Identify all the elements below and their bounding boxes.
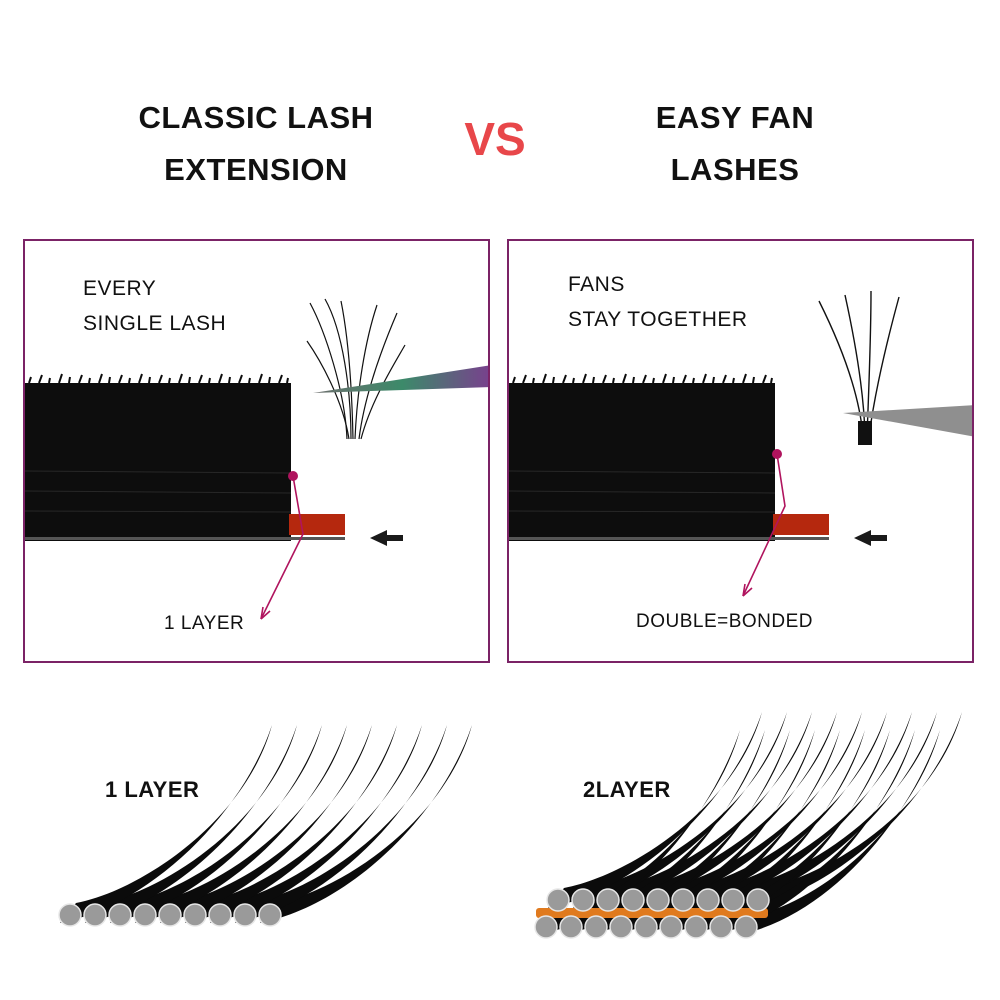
- heading-line: EXTENSION: [164, 152, 348, 187]
- vs-label: VS: [464, 113, 526, 165]
- fiber-end: [709, 915, 733, 939]
- lash-tips: [28, 373, 289, 384]
- one-layer-label: 1 LAYER: [105, 777, 200, 802]
- heading-line: EASY FAN: [655, 100, 815, 135]
- fiber-end: [158, 903, 182, 927]
- easy-fan-panel: FANS STAY TOGETHER DOUBLE=BONDED: [507, 239, 974, 663]
- easy-fan-photo: [509, 290, 972, 597]
- fiber-end: [584, 915, 608, 939]
- fiber-end: [183, 903, 207, 927]
- fiber-end: [721, 888, 745, 912]
- fiber-end: [646, 888, 670, 912]
- panel-title-line: EVERY: [83, 277, 157, 300]
- fiber-end: [609, 915, 633, 939]
- fiber-end: [734, 915, 758, 939]
- fiber-end: [546, 888, 570, 912]
- classic-lash-panel: EVERY SINGLE LASH 1 LAYER: [23, 239, 490, 663]
- pointer-arrow: [742, 453, 786, 597]
- tweezer-icon: [843, 405, 972, 437]
- fiber-end: [696, 888, 720, 912]
- heading-line: CLASSIC LASH: [138, 100, 374, 135]
- glue-strip: [773, 514, 829, 535]
- two-layer-label: 2LAYER: [583, 777, 671, 802]
- double-layer-fibers: [534, 712, 962, 939]
- lash-tray: [509, 383, 775, 541]
- layer-diagrams: [58, 712, 962, 939]
- lash-fiber: [60, 725, 272, 923]
- arrow-left-icon: [370, 530, 403, 546]
- lash-fiber: [548, 712, 762, 908]
- fiber-end: [684, 915, 708, 939]
- panel-title-line: STAY TOGETHER: [568, 308, 748, 331]
- fiber-end: [133, 903, 157, 927]
- fiber-end: [233, 903, 257, 927]
- fan-lash-icon: [818, 290, 900, 437]
- lash-tray: [25, 383, 291, 541]
- fiber-end: [108, 903, 132, 927]
- fiber-end: [659, 915, 683, 939]
- bond-caption: DOUBLE=BONDED: [636, 611, 814, 632]
- fiber-end: [634, 915, 658, 939]
- arrow-left-icon: [854, 530, 887, 546]
- layer-caption: 1 LAYER: [164, 613, 245, 634]
- pointer-arrow: [260, 475, 304, 620]
- panel-title: FANS STAY TOGETHER: [568, 267, 748, 337]
- panel-title-line: SINGLE LASH: [83, 312, 227, 335]
- glue-strip: [289, 514, 345, 535]
- classic-lash-photo: [25, 298, 488, 620]
- fiber-end: [534, 915, 558, 939]
- single-layer-fibers: [58, 725, 472, 927]
- fiber-end: [208, 903, 232, 927]
- fiber-end: [258, 903, 282, 927]
- fiber-end: [559, 915, 583, 939]
- fiber-end: [671, 888, 695, 912]
- single-lash-icon: [306, 298, 406, 440]
- fiber-end: [571, 888, 595, 912]
- fiber-end: [596, 888, 620, 912]
- classic-lash-heading: CLASSIC LASH EXTENSION: [76, 92, 436, 196]
- panel-title-line: FANS: [568, 273, 625, 296]
- easy-fan-heading: EASY FAN LASHES: [555, 92, 915, 196]
- lash-tips: [512, 373, 773, 384]
- fiber-end: [58, 903, 82, 927]
- panel-title: EVERY SINGLE LASH: [83, 271, 226, 341]
- fiber-end: [83, 903, 107, 927]
- fiber-end: [746, 888, 770, 912]
- fiber-end: [621, 888, 645, 912]
- heading-line: LASHES: [670, 152, 800, 187]
